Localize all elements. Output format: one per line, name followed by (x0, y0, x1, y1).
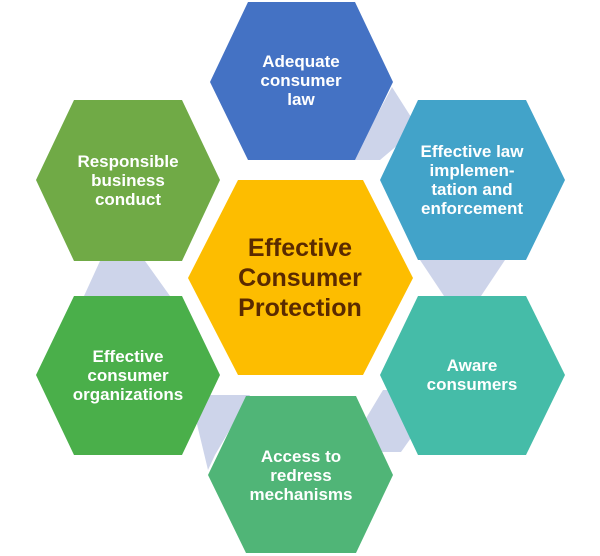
label-effective-law-implementation: Effective law implemen- tation and enfor… (420, 142, 524, 218)
hex-aware-consumers (380, 296, 565, 455)
label-responsible-business-conduct: Responsible business conduct (77, 151, 179, 209)
label-effective-consumer-organizations: Effective consumer organizations (72, 346, 184, 404)
connector-bottom-left (190, 395, 250, 470)
hex-effective-consumer-organizations (36, 296, 220, 455)
hex-adequate-consumer-law (210, 2, 393, 160)
hex-effective-law-implementation (380, 100, 565, 260)
connector-top-right (353, 87, 418, 160)
connector-group (84, 87, 505, 470)
hex-access-to-redress (208, 396, 393, 553)
hex-responsible-business-conduct (36, 100, 220, 261)
hex-center-effective-consumer-protection (188, 180, 413, 375)
label-access-to-redress: Access to redress mechanisms (249, 446, 353, 504)
connector-left (84, 261, 170, 296)
center-title: Effective Consumer Protection (238, 234, 362, 322)
label-aware-consumers: Aware consumers (426, 356, 518, 394)
connector-right (420, 260, 505, 296)
label-adequate-consumer-law: Adequate consumer law (260, 51, 342, 109)
